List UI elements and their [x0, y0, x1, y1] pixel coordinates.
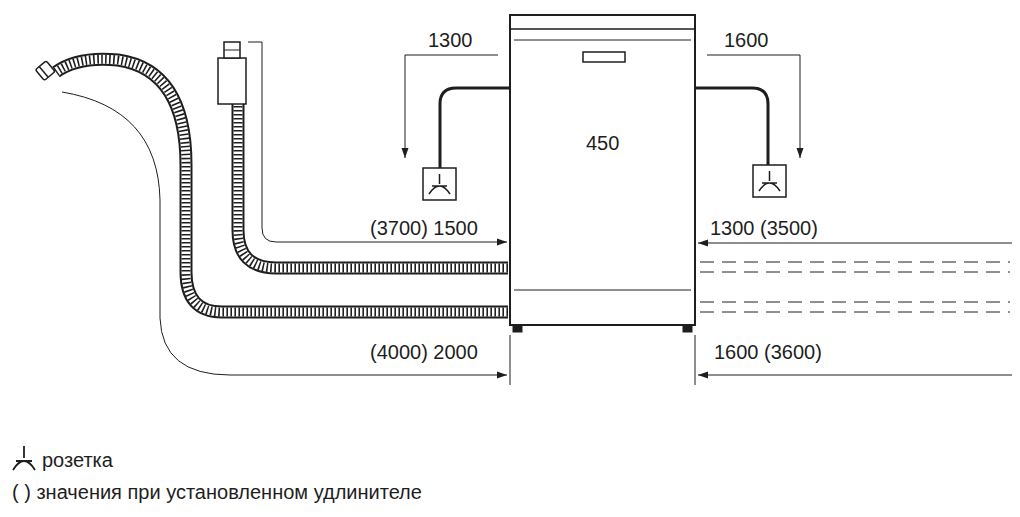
dishwasher-body	[510, 15, 695, 332]
hose-dashed-lines	[700, 262, 1010, 312]
legend-text: ( ) значения при установленном удлинител…	[12, 480, 422, 504]
socket-symbol	[13, 446, 35, 470]
extension-lines	[510, 335, 695, 385]
dimension-label: 1300 (3500)	[708, 216, 820, 240]
dimension-label: 1600 (3600)	[712, 340, 824, 364]
drain-hose	[35, 59, 508, 312]
dimension-label: (3700) 1500	[368, 216, 480, 240]
dimension-label: (4000) 2000	[368, 340, 480, 364]
dimension-label: 1300	[426, 28, 475, 52]
inlet-hose	[218, 42, 508, 268]
dimension-label: 1600	[722, 28, 771, 52]
legend-text: розетка	[42, 448, 113, 472]
dimension-label: 450	[584, 131, 621, 155]
